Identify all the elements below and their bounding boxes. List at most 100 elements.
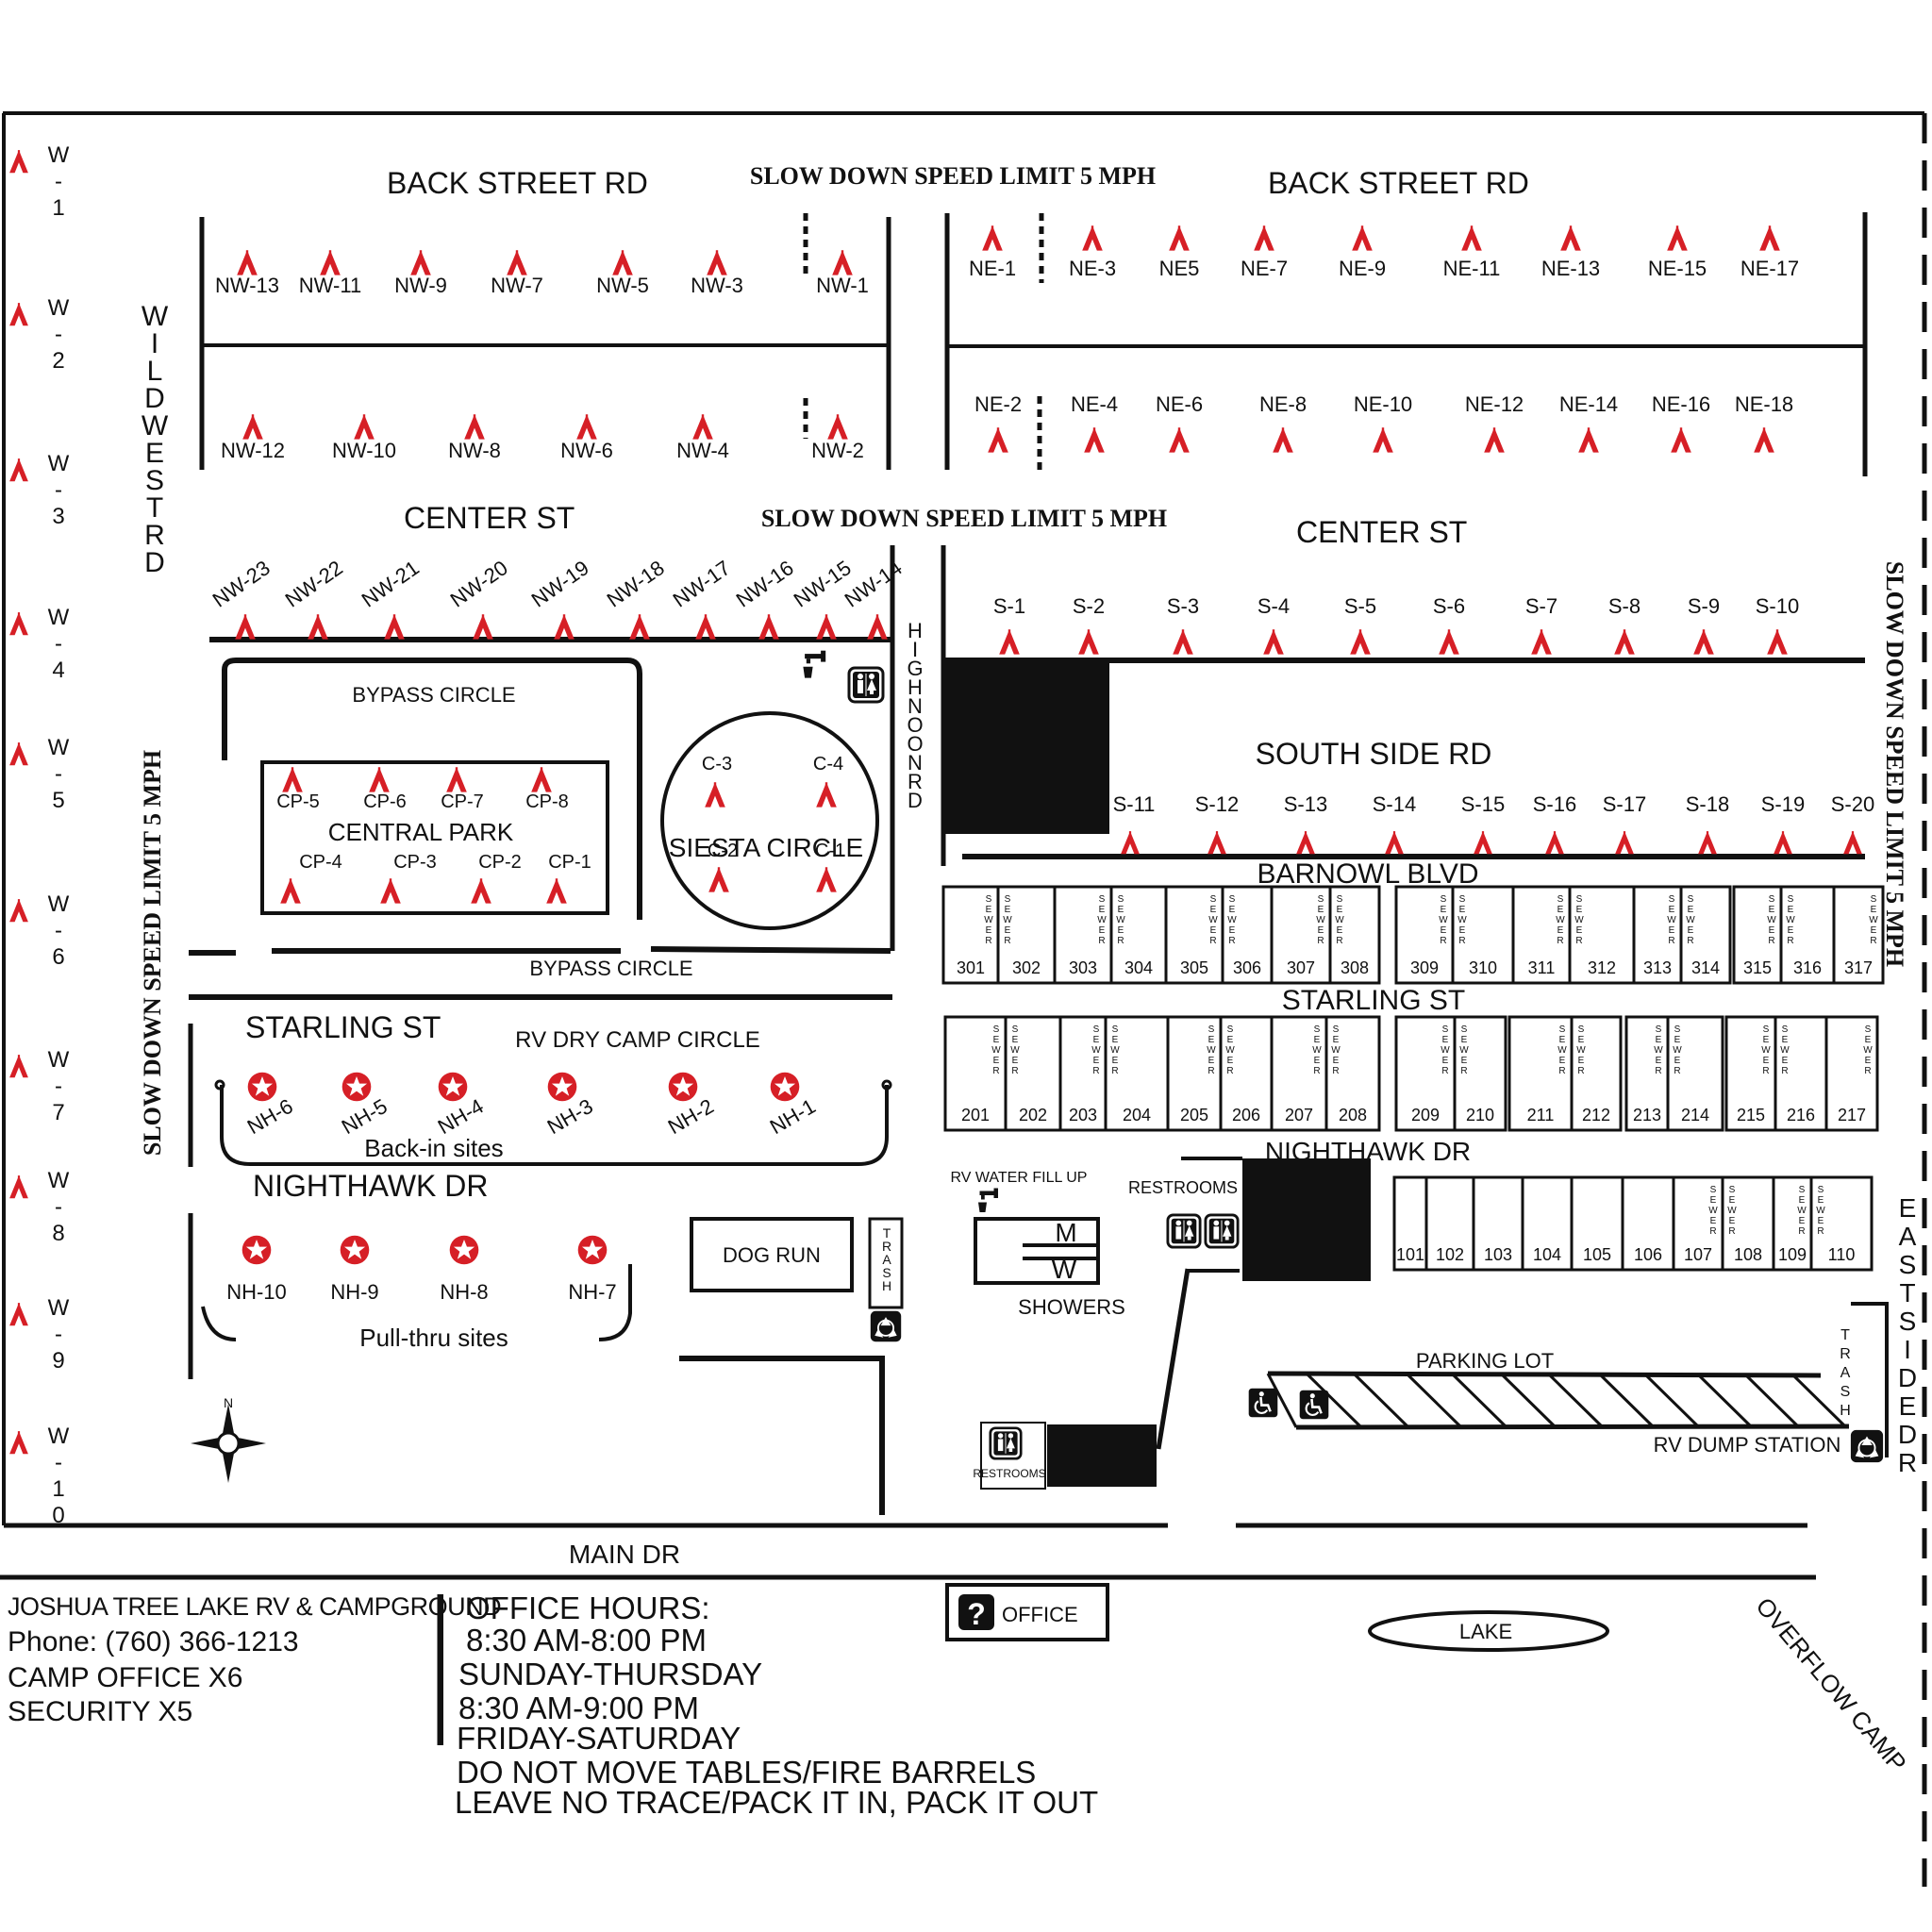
sewer-letter: W — [1225, 1045, 1235, 1056]
tent-icon — [1666, 225, 1689, 252]
site-c-1: C-1 — [815, 841, 845, 861]
site-cp-1: CP-1 — [548, 852, 591, 873]
sewer-letter: E — [1229, 925, 1236, 936]
high-noon-rd-letter: H — [908, 619, 923, 642]
site-nw-7: NW-7 — [491, 274, 543, 297]
tent-icon — [1577, 426, 1600, 454]
water-faucet-icon — [803, 650, 826, 678]
parking-stall-line — [1743, 1373, 1800, 1428]
speed-limit-top: SLOW DOWN SPEED LIMIT 5 MPH — [750, 162, 1156, 190]
sewer-letter: R — [1209, 936, 1216, 946]
site-nw-19: NW-19 — [527, 556, 593, 612]
central-park: CENTRAL PARK — [260, 760, 609, 915]
sewer-letter: S — [1656, 1024, 1662, 1035]
east-side-dr-letter: E — [1899, 1193, 1917, 1223]
tent-icon — [1842, 830, 1863, 856]
sewer-letter: R — [1787, 936, 1793, 946]
site-label: W — [48, 1168, 70, 1193]
wild-west-rd-letter: L — [147, 356, 163, 387]
rv-site-number: 209 — [1411, 1106, 1440, 1124]
rv-dry-camp-label: RV DRY CAMP CIRCLE — [515, 1027, 760, 1053]
sewer-letter: S — [1093, 1024, 1100, 1035]
tent-icon — [1697, 830, 1718, 856]
security-ext: SECURITY X5 — [8, 1696, 193, 1727]
speed-limit-center: SLOW DOWN SPEED LIMIT 5 MPH — [761, 505, 1167, 532]
rv-site-101: 101 — [1392, 1175, 1428, 1272]
wild-west-rd-letter: T — [146, 492, 163, 524]
site-s-14: S-14 — [1373, 792, 1416, 816]
site-nw-15: NW-15 — [790, 556, 856, 612]
tent-icon — [8, 1430, 29, 1456]
sewer-letter: S — [1674, 1024, 1681, 1035]
showers-m: M — [1055, 1218, 1076, 1247]
sewer-letter: W — [1761, 1045, 1771, 1056]
sewer-letter: R — [1004, 936, 1010, 946]
tent-icon — [1207, 830, 1227, 856]
rv-dry-camp — [201, 1079, 892, 1341]
lake: LAKE — [1368, 1610, 1609, 1652]
tent-icon — [8, 1302, 29, 1327]
sewer-letter: S — [1782, 1024, 1789, 1035]
site-nw-8: NW-8 — [448, 439, 501, 462]
sewer-letter: S — [1005, 894, 1011, 905]
trash-west-label-letter: A — [882, 1252, 891, 1267]
tent-icon — [1295, 830, 1316, 856]
tent-icon — [815, 866, 838, 893]
rv-site-star-icon — [341, 1072, 372, 1102]
office[interactable]: ? OFFICE — [945, 1583, 1109, 1641]
restrooms-label-east: RESTROOMS — [1128, 1178, 1238, 1197]
sewer-letter: S — [1459, 894, 1466, 905]
parking-stall-line — [1306, 1373, 1362, 1428]
tent-icon — [1692, 628, 1715, 656]
tent-icon — [1530, 628, 1553, 656]
tent-icon — [319, 249, 341, 276]
sewer-letter: E — [1314, 1056, 1321, 1066]
site-nh-5: NH-5 — [338, 1094, 391, 1139]
sewer-letter: W — [1091, 1045, 1101, 1056]
siesta-circle-label: SIESTA CIRCLE — [669, 833, 863, 862]
tent-icon — [8, 1054, 29, 1079]
rv-site-103: 103 — [1472, 1175, 1524, 1272]
site-label: W — [48, 142, 70, 168]
site-nw-2: NW-2 — [811, 439, 864, 462]
rv-site-number: 303 — [1069, 958, 1097, 977]
site-nw-21: NW-21 — [358, 556, 424, 612]
phone[interactable]: Phone: (760) 366-1213 — [8, 1626, 299, 1657]
rv-site-number: 211 — [1527, 1106, 1555, 1124]
rv-site-number: 204 — [1123, 1106, 1151, 1124]
sewer-letter: E — [1112, 1035, 1119, 1045]
rv-lot-outline — [1453, 1015, 1507, 1132]
site-ne-10: NE-10 — [1354, 392, 1412, 416]
parking-stall-line — [1790, 1373, 1847, 1428]
back-in-sites-label: Back-in sites — [364, 1134, 503, 1162]
rv-site-number: 110 — [1828, 1245, 1856, 1264]
sewer-letter: W — [1208, 915, 1218, 925]
high-noon-rd-letter: G — [907, 657, 923, 680]
sewer-letter: S — [1441, 894, 1447, 905]
site-s-5: S-5 — [1344, 594, 1376, 618]
tent-icon — [445, 766, 468, 793]
rv-lot-outline — [1809, 1175, 1874, 1272]
sewer-letter: R — [1575, 936, 1582, 946]
site-nw-17: NW-17 — [669, 556, 735, 612]
sewer-letter: S — [1799, 1185, 1806, 1195]
sewer-letter: S — [1559, 1024, 1566, 1035]
high-noon-rd-letter: H — [908, 675, 923, 699]
sewer-letter: E — [1333, 1035, 1340, 1045]
showers-w: W — [1052, 1255, 1077, 1284]
